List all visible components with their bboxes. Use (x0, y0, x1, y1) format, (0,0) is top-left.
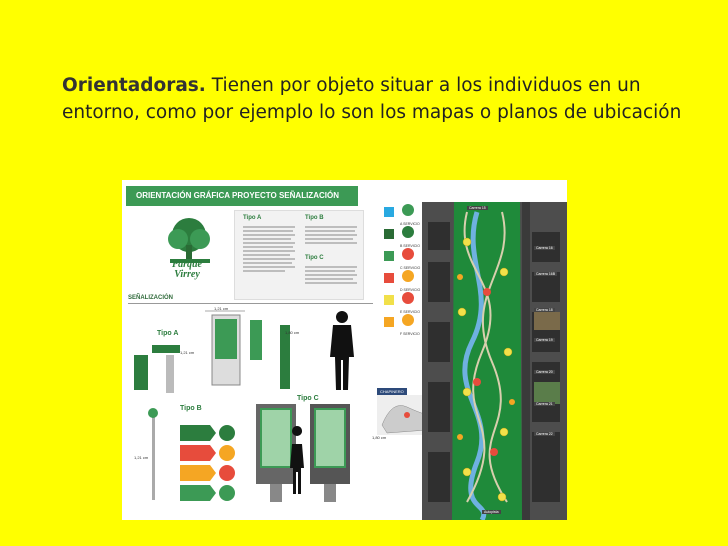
street-label: Carrera 16B (534, 272, 558, 276)
legend-f: F SERVICIO (400, 332, 420, 336)
dim-a2: 1,21 cm (180, 350, 195, 355)
info-box: Tipo A Tipo B Tipo C (234, 210, 364, 300)
logo-line-2: Virrey (174, 269, 200, 280)
info-tipo-c-title: Tipo C (305, 255, 324, 261)
street-label: Carrera 20 (534, 370, 555, 374)
logo-line-1: Parque (172, 259, 202, 270)
legend-a: A SERVICIO (400, 222, 420, 226)
legend-c: C SERVICIO (400, 266, 421, 270)
figure-header: ORIENTACIÓN GRÁFICA PROYECTO SEÑALIZACIÓ… (126, 186, 358, 206)
street-label: Carrera 21 (534, 402, 555, 406)
person-silhouette-icon (330, 311, 354, 390)
legend-b: B SERVICIO (400, 244, 420, 248)
legend-e: E SERVICIO (400, 310, 420, 314)
info-tipo-a-title: Tipo A (243, 215, 262, 221)
tipo-c-label: Tipo C (297, 395, 319, 402)
street-label: Carrera 22 (534, 432, 555, 436)
park-map (422, 202, 567, 520)
dim-b: 1,21 cm (134, 455, 149, 460)
dim-a1: 1,21 cm (214, 306, 229, 311)
tipo-b-label: Tipo B (180, 405, 202, 412)
section-label: SEÑALIZACIÓN (128, 295, 173, 301)
street-label: Autopista (482, 510, 501, 514)
dim-a3: 1,80 cm (285, 330, 300, 335)
slide-heading: Orientadoras. (62, 75, 206, 96)
tipo-a-label: Tipo A (157, 330, 179, 337)
legend-symbols (402, 204, 414, 326)
tipo-a-sign-drawing (134, 310, 290, 393)
tipo-b-sign-drawing (148, 408, 235, 501)
dim-c: 1,80 cm (372, 435, 387, 440)
section-divider (128, 303, 373, 304)
slide-body: Tienen por objeto situar a los individuo… (62, 75, 682, 123)
legend-d: D SERVICIO (400, 288, 421, 292)
street-label: Carrera 16 (534, 246, 555, 250)
tree-logo-icon (168, 218, 210, 263)
street-label: Carrera 18 (534, 308, 555, 312)
legend-icons (384, 207, 394, 327)
info-text-lines (243, 226, 357, 284)
slide-text: Orientadoras. Tienen por objeto situar a… (62, 72, 682, 126)
location-map-label: CHAPINERO (377, 388, 407, 395)
street-label: Carrera 15 (467, 206, 488, 210)
street-label: Carrera 19 (534, 338, 555, 342)
info-tipo-b-title: Tipo B (305, 215, 324, 221)
tipo-c-sign-drawing (256, 404, 350, 502)
signage-figure: ORIENTACIÓN GRÁFICA PROYECTO SEÑALIZACIÓ… (122, 180, 567, 520)
